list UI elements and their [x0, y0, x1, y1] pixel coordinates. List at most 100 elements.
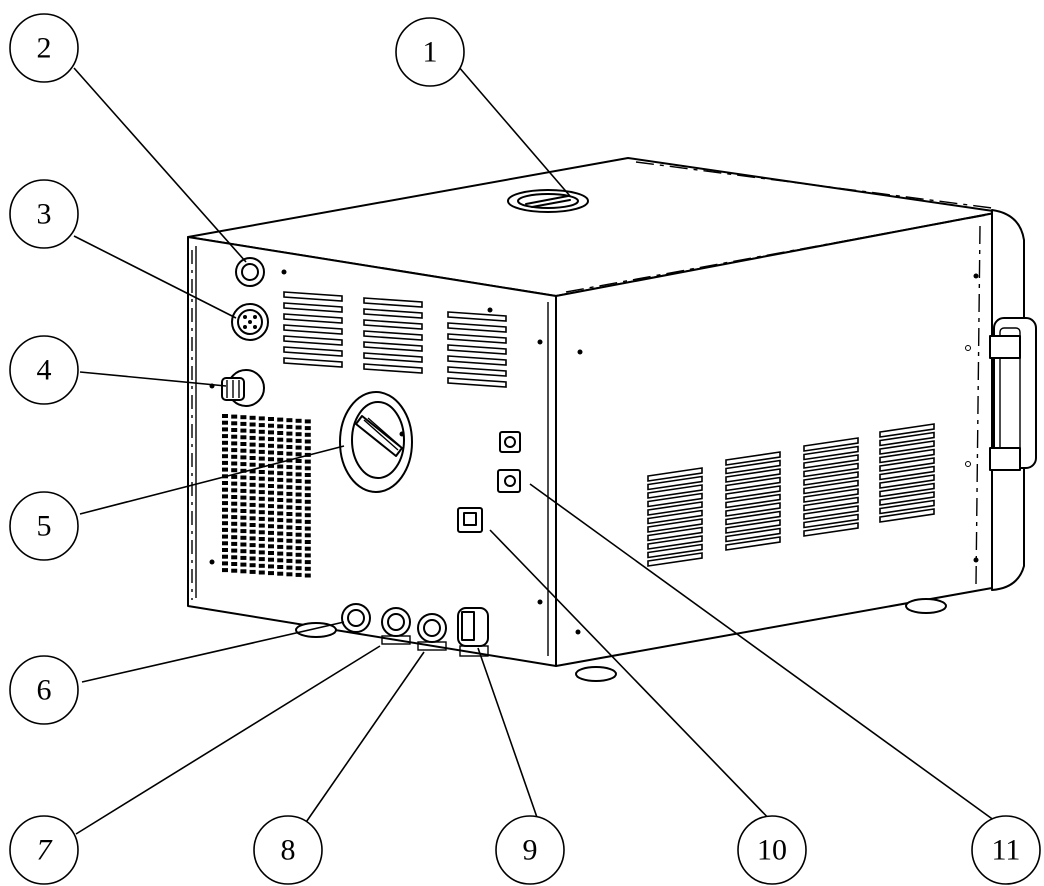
vent-slot: [725, 476, 781, 492]
grille-hole: [258, 470, 265, 474]
vent-slot: [725, 451, 781, 466]
grille-hole: [295, 526, 302, 530]
grille-hole: [295, 559, 302, 564]
grille-hole: [295, 492, 302, 497]
rear-panel-network-port: [457, 507, 483, 533]
grille-hole: [249, 489, 256, 494]
grille-hole: [277, 544, 284, 549]
grille-hole: [249, 422, 256, 427]
grille-hole: [286, 451, 293, 456]
grille-hole: [286, 465, 293, 470]
side-vent-slots: [647, 423, 935, 567]
grille-hole: [249, 435, 256, 440]
vent-slot: [447, 366, 507, 377]
grille-hole: [268, 557, 274, 562]
grille-hole: [249, 516, 256, 521]
grille-hole: [222, 521, 228, 526]
grille-hole: [304, 419, 311, 424]
grille-hole: [231, 528, 238, 533]
grille-hole: [277, 504, 284, 509]
grille-hole: [231, 501, 238, 506]
grille-hole: [258, 429, 265, 434]
grille-hole: [222, 447, 228, 452]
callout-1-label: 1: [423, 36, 438, 69]
vent-slot: [725, 459, 781, 475]
grille-hole: [231, 434, 238, 439]
handle-bracket-top: [989, 335, 1021, 359]
grille-hole: [249, 556, 256, 561]
grille-hole: [222, 501, 228, 506]
bottom-fitting-2: [381, 607, 411, 645]
grille-hole: [258, 483, 265, 488]
grille-hole: [268, 537, 274, 542]
grille-hole: [304, 506, 311, 511]
vent-slot: [725, 510, 781, 526]
grille-hole: [304, 486, 311, 491]
grille-hole: [222, 554, 228, 559]
grille-hole: [286, 538, 293, 543]
perforated-grille: [222, 414, 311, 578]
grille-hole: [304, 540, 311, 544]
vent-slot: [879, 457, 935, 472]
vent-slot: [879, 474, 935, 489]
grille-hole: [277, 524, 284, 529]
grille-hole: [268, 517, 274, 522]
grille-hole: [240, 482, 247, 487]
grille-hole: [222, 561, 228, 566]
grille-hole: [295, 552, 302, 557]
rear-panel-small-port-bottom: [497, 469, 521, 493]
grille-hole: [295, 512, 302, 517]
grille-hole: [222, 534, 228, 539]
grille-hole: [304, 499, 311, 504]
grille-hole: [295, 539, 302, 544]
callout-7: 7: [9, 815, 79, 885]
grille-hole: [304, 513, 311, 518]
grille-hole: [286, 478, 293, 483]
grille-hole: [268, 510, 274, 515]
grille-hole: [231, 428, 238, 432]
grille-hole: [295, 566, 302, 571]
grille-hole: [277, 417, 284, 422]
grille-hole: [222, 440, 228, 445]
callout-2: 2: [9, 13, 79, 83]
grille-hole: [304, 493, 311, 498]
grille-hole: [286, 485, 293, 490]
grille-hole: [231, 508, 238, 513]
grille-hole: [268, 544, 274, 549]
callout-4-label: 4: [37, 354, 52, 387]
grille-hole: [277, 558, 284, 563]
grille-hole: [258, 443, 265, 448]
grille-hole: [295, 418, 302, 423]
grille-hole: [240, 455, 247, 460]
vent-slot: [283, 302, 343, 313]
grille-hole: [286, 438, 293, 443]
grille-hole: [277, 571, 284, 576]
callout-9: 9: [495, 815, 565, 885]
grille-hole: [295, 532, 302, 537]
grille-hole: [304, 533, 311, 538]
grille-hole: [231, 454, 238, 459]
callout-8: 8: [253, 815, 323, 885]
grille-hole: [249, 509, 256, 514]
grille-hole: [286, 558, 293, 563]
vent-slot: [647, 492, 703, 508]
grille-hole: [295, 479, 302, 484]
rotary-vent-valve: [339, 391, 413, 493]
grille-hole: [304, 573, 311, 578]
grille-hole: [268, 524, 274, 529]
vent-slot: [803, 462, 859, 478]
grille-hole: [231, 562, 238, 566]
grille-hole: [231, 568, 238, 573]
grille-hole: [304, 566, 311, 571]
vent-slot: [803, 488, 859, 503]
callout-6-label: 6: [37, 674, 52, 707]
bottom-fitting-1: [341, 603, 371, 633]
grille-hole: [258, 563, 265, 568]
grille-hole: [295, 505, 302, 510]
vent-slot: [363, 363, 423, 374]
vent-slot: [447, 355, 507, 366]
grille-hole: [222, 507, 228, 512]
vent-slot: [647, 535, 703, 550]
grille-hole: [277, 424, 284, 429]
